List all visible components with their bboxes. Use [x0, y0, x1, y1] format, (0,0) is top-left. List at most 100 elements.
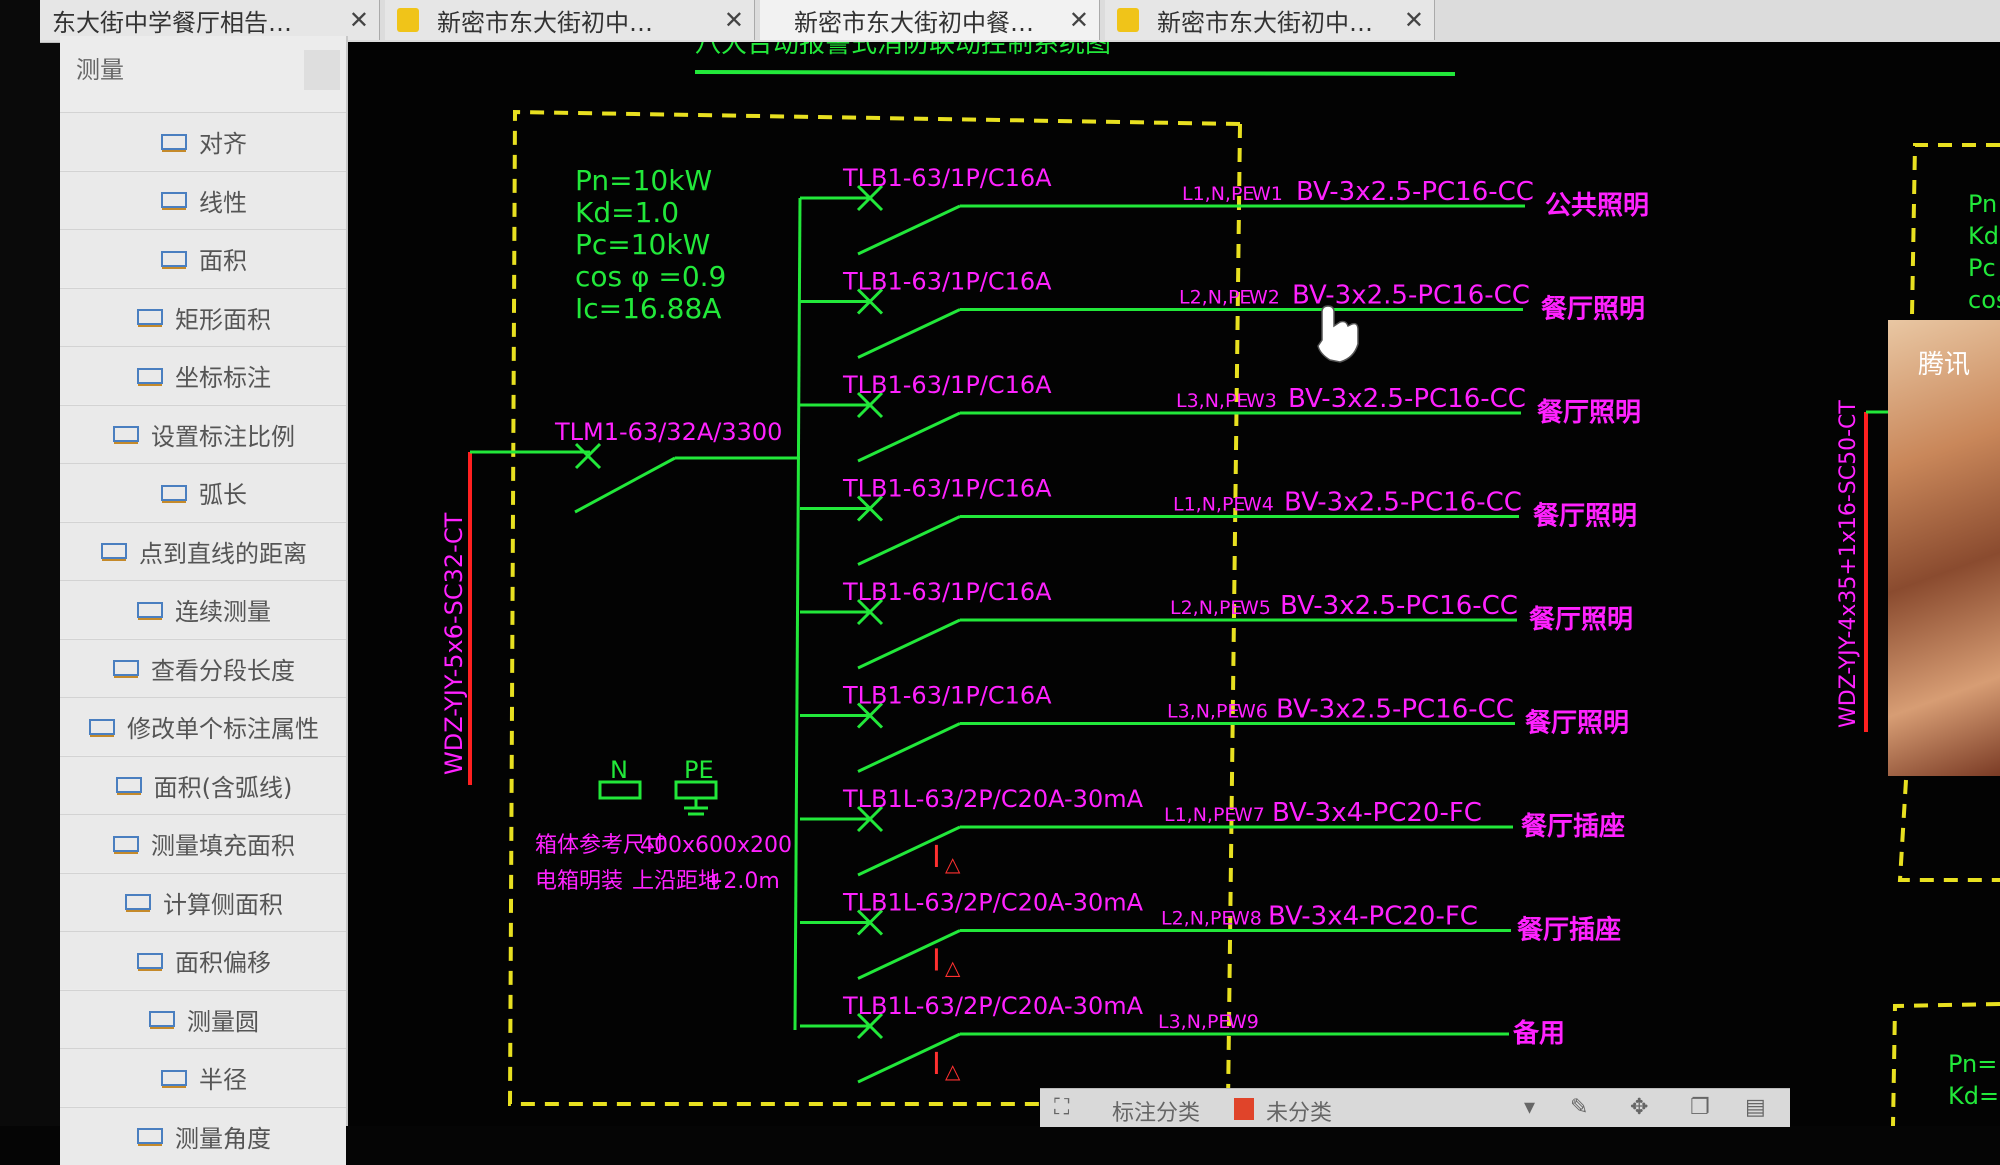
- phase-label: L3,N,PE: [1167, 701, 1239, 723]
- measure-item-label: 计算侧面积: [163, 890, 283, 919]
- radius-icon: [159, 1065, 189, 1091]
- drawing-title: 八大台动报警式消防联动控制系统图: [695, 42, 1111, 59]
- measure-item[interactable]: 修改单个标注属性: [60, 697, 346, 755]
- right-cable-label: WDZ-YJY-4x35+1x16-SC50-CT: [1836, 400, 1861, 728]
- phase-label: L2,N,PE: [1179, 287, 1251, 309]
- right-param-0: Pn: [1968, 190, 1997, 218]
- n-terminal: [598, 780, 642, 800]
- close-icon[interactable]: ✕: [348, 6, 369, 34]
- tab-2[interactable]: 新密市东大街初中餐… ✕: [760, 0, 1100, 40]
- move-icon[interactable]: ✥: [1630, 1095, 1649, 1120]
- edit-dim-icon: [87, 714, 117, 740]
- breaker-blade: [857, 204, 961, 256]
- tab-0[interactable]: 东大街中学餐厅相告… ✕: [40, 0, 380, 40]
- breaker-x-b: [856, 598, 884, 626]
- tab-3[interactable]: 新密市东大街初中… ✕: [1105, 0, 1435, 40]
- breaker-label: TLB1L-63/2P/C20A-30mA: [842, 785, 1144, 813]
- breaker-label: TLB1L-63/2P/C20A-30mA: [842, 992, 1144, 1020]
- breaker-x-b: [856, 288, 884, 315]
- measure-item[interactable]: 坐标标注: [60, 346, 346, 404]
- right-param-2: Pc: [1968, 254, 1996, 282]
- measure-item[interactable]: 半径: [60, 1048, 346, 1106]
- copy-icon[interactable]: ❐: [1690, 1095, 1710, 1120]
- title-underline: [694, 70, 1456, 76]
- measure-item[interactable]: 面积(含弧线): [60, 755, 346, 814]
- measure-item[interactable]: 查看分段长度: [60, 638, 346, 697]
- measure-item[interactable]: 点到直线的距离: [60, 521, 346, 580]
- breaker-blade: [857, 722, 961, 773]
- measure-item[interactable]: 对齐: [60, 112, 346, 170]
- use-label: 备用: [1512, 1019, 1565, 1049]
- point-line-icon: [99, 538, 129, 564]
- breaker-x-b: [856, 391, 884, 419]
- close-icon[interactable]: ✕: [723, 6, 744, 34]
- arc-length-icon: [159, 480, 189, 506]
- rect-area-icon: [135, 304, 165, 330]
- close-icon[interactable]: ✕: [1068, 6, 1089, 34]
- param-pc: Pc=10kW: [575, 228, 710, 261]
- measure-item[interactable]: 面积偏移: [60, 931, 346, 989]
- bus-bar: [793, 197, 802, 1031]
- circuit-id: W5: [1240, 597, 1271, 619]
- linear-dim-icon: [159, 187, 189, 213]
- main-breaker-symbol: [574, 442, 800, 514]
- pe-terminal: [674, 780, 718, 800]
- measure-item-label: 线性: [199, 188, 247, 217]
- circuit-id: W3: [1246, 390, 1277, 412]
- cad-canvas[interactable]: 八大台动报警式消防联动控制系统图 Pn=10kW Kd=1.0 Pc=10kW …: [348, 29, 2000, 1127]
- rcd-triangle: △: [945, 852, 961, 876]
- note-size-value: 400x600x200: [640, 833, 792, 858]
- measure-item-label: 测量角度: [175, 1124, 271, 1153]
- phase-label: L1,N,PE: [1164, 804, 1236, 826]
- area-offset-icon: [135, 948, 165, 974]
- phase-label: L3,N,PE: [1176, 390, 1248, 412]
- measure-item[interactable]: 面积: [60, 229, 346, 287]
- measure-item-label: 半径: [199, 1066, 247, 1094]
- angle-icon: [135, 1123, 165, 1149]
- arc-area-icon: [114, 772, 144, 798]
- hand-cursor-icon: [1317, 305, 1359, 363]
- measure-panel: 测量 对齐线性面积矩形面积坐标标注设置标注比例弧长点到直线的距离连续测量查看分段…: [60, 36, 348, 1165]
- measure-item[interactable]: 连续测量: [60, 580, 346, 638]
- category-select[interactable]: 未分类: [1266, 1101, 1333, 1126]
- dropdown-icon[interactable]: ▾: [1524, 1095, 1536, 1120]
- dim-category-icon[interactable]: ⛶: [1054, 1095, 1070, 1120]
- right-param-b-1: Kd=: [1948, 1082, 1999, 1110]
- measure-item-label: 矩形面积: [175, 305, 271, 334]
- edit-icon[interactable]: ✎: [1570, 1095, 1589, 1120]
- measure-item[interactable]: 弧长: [60, 463, 346, 521]
- measure-item-label: 坐标标注: [175, 364, 271, 392]
- breaker-label: TLB1-63/1P/C16A: [842, 475, 1052, 503]
- circuit-id: W7: [1234, 804, 1265, 826]
- note-size-label: 箱体参考尺寸: [535, 833, 667, 858]
- close-icon[interactable]: ✕: [1403, 6, 1424, 34]
- param-ic: Ic=16.88A: [575, 292, 721, 325]
- tab-1[interactable]: 新密市东大街初中… ✕: [385, 0, 755, 40]
- measure-item[interactable]: 测量圆: [60, 989, 346, 1048]
- rcd-symbol: I: [932, 1047, 941, 1082]
- panel-pin-button[interactable]: [304, 50, 340, 90]
- measure-item-label: 连续测量: [175, 598, 271, 626]
- main-breaker-label: TLM1-63/32A/3300: [554, 418, 782, 446]
- measure-item[interactable]: 设置标注比例: [60, 404, 346, 463]
- measure-item-label: 查看分段长度: [151, 656, 295, 685]
- measure-item-label: 测量圆: [187, 1007, 259, 1036]
- measure-item[interactable]: 测量填充面积: [60, 814, 346, 872]
- use-label: 餐厅照明: [1541, 295, 1645, 325]
- breaker-x-b: [856, 1012, 884, 1040]
- continuous-icon: [135, 597, 165, 623]
- circuit-id: W9: [1228, 1011, 1259, 1033]
- paste-icon[interactable]: ▤: [1745, 1095, 1766, 1120]
- measure-item[interactable]: 测量角度: [60, 1106, 346, 1165]
- use-label: 餐厅照明: [1537, 398, 1641, 428]
- rcd-symbol: I: [932, 840, 941, 875]
- video-thumbnail[interactable]: 腾讯: [1888, 320, 2000, 776]
- use-label: 餐厅照明: [1525, 709, 1629, 739]
- measure-item[interactable]: 矩形面积: [60, 287, 346, 346]
- measure-item[interactable]: 线性: [60, 170, 346, 229]
- measure-item-label: 设置标注比例: [151, 422, 295, 451]
- measure-item[interactable]: 计算侧面积: [60, 872, 346, 931]
